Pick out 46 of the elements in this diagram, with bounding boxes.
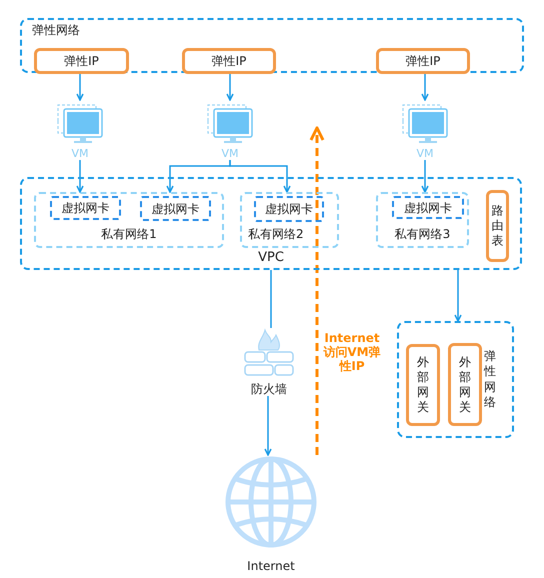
arrow — [454, 270, 462, 322]
nic-box — [254, 196, 324, 222]
node-label: VM — [415, 146, 434, 160]
nic-box — [392, 196, 464, 219]
gateway-box — [406, 344, 440, 426]
node-label: 私有网络2 — [248, 226, 304, 241]
dashed-group-box — [20, 18, 524, 73]
arrow — [229, 160, 291, 193]
arrow — [76, 72, 84, 101]
node-label: 弹性网络 — [484, 348, 496, 411]
node-label: Internet — [246, 558, 296, 573]
arrow — [310, 126, 324, 455]
node-label: VM — [220, 146, 240, 160]
gateway-box — [448, 343, 482, 426]
node-label: VPC — [258, 250, 284, 266]
node-label: 虚拟网卡 — [150, 201, 200, 216]
arrow — [421, 160, 429, 193]
dashed-group-box — [397, 321, 514, 438]
node-label: VM — [70, 146, 90, 160]
nic-box — [50, 196, 121, 220]
subnet-box — [240, 192, 339, 248]
node-label: 弹性IP — [404, 54, 442, 68]
arrow — [264, 396, 272, 456]
node-label: 私有网络1 — [100, 226, 158, 241]
ip-box — [376, 48, 470, 74]
subnet-box — [34, 192, 224, 248]
dashed-group-box — [20, 177, 522, 270]
arrow — [76, 160, 84, 193]
arrow — [226, 72, 234, 101]
node-label: 虚拟网卡 — [403, 200, 453, 215]
node-label: 弹性网络 — [32, 23, 80, 38]
subnet-box — [376, 192, 469, 248]
node-label: 防火墙 — [250, 382, 288, 396]
node-label: 弹性IP — [63, 54, 100, 68]
node-label: 私有网络3 — [394, 226, 452, 241]
ip-box — [34, 48, 129, 74]
node-label: 路由表 — [492, 204, 504, 248]
node-label: 外部网关 — [459, 354, 471, 414]
ip-box — [182, 48, 276, 74]
node-label: 外部网关 — [417, 355, 429, 415]
node-label: 弹性IP — [210, 54, 248, 68]
gateway-box — [486, 190, 509, 262]
node-label: 虚拟网卡 — [60, 200, 110, 216]
node-label: 虚拟网卡 — [264, 202, 314, 216]
nic-box — [140, 196, 211, 221]
arrow — [421, 72, 429, 101]
